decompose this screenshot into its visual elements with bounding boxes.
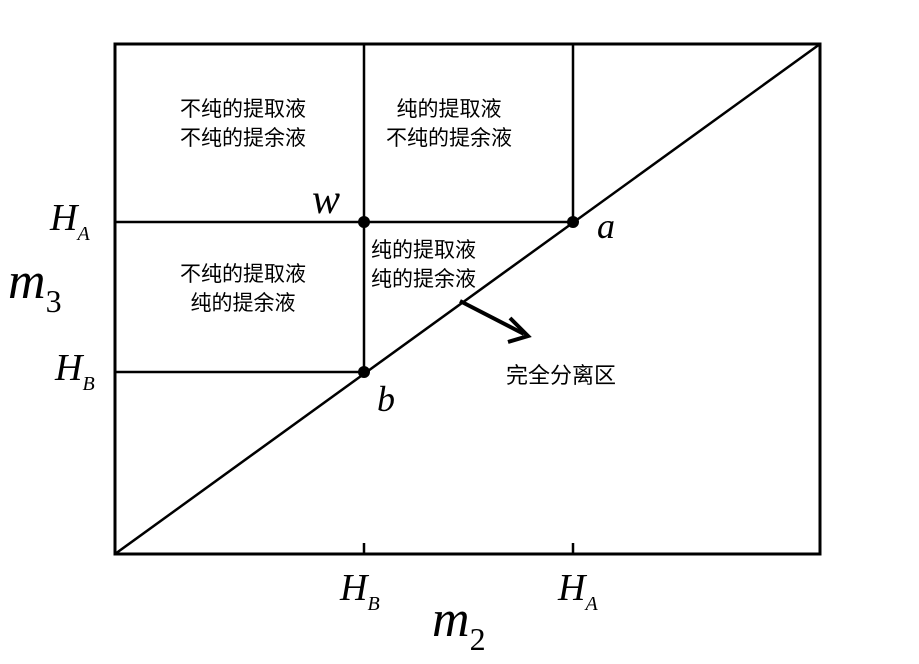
arrow-shaft — [459, 299, 525, 336]
region-label-line: 纯的提取液 — [396, 97, 502, 121]
plot-frame — [113, 42, 822, 556]
y-tick-label-ha: HA — [50, 197, 90, 245]
complete-separation-label: 完全分离区 — [506, 364, 617, 389]
region-middle-center: 纯的提取液 纯的提余液 — [371, 236, 476, 294]
region-top-middle: 纯的提取液 不纯的提余液 — [386, 95, 512, 153]
region-label-line: 不纯的提取液 — [180, 262, 306, 286]
region-label-line: 纯的提取液 — [371, 238, 476, 262]
region-middle-left: 不纯的提取液 纯的提余液 — [180, 260, 306, 318]
region-label-line: 纯的提余液 — [190, 291, 296, 315]
region-label-line: 纯的提余液 — [371, 267, 476, 291]
point-b-label: b — [377, 379, 395, 419]
x-tick-label-ha: HA — [558, 567, 598, 615]
point-b-marker — [358, 366, 370, 378]
region-label-line: 不纯的提余液 — [180, 126, 306, 150]
point-a-label: a — [597, 206, 615, 246]
region-label-line: 不纯的提余液 — [386, 126, 512, 150]
region-label-line: 不纯的提取液 — [180, 97, 306, 121]
point-a-marker — [567, 216, 579, 228]
arrow-head-icon — [507, 316, 532, 344]
region-top-left: 不纯的提取液 不纯的提余液 — [180, 95, 306, 153]
x-tick-label-hb: HB — [340, 567, 380, 615]
diagonal-line — [114, 42, 821, 556]
y-axis-label: m3 — [8, 253, 62, 319]
point-w-marker — [358, 216, 370, 228]
y-tick-label-hb: HB — [55, 347, 95, 395]
x-axis-label: m2 — [432, 591, 486, 657]
point-w-label: w — [312, 177, 341, 223]
